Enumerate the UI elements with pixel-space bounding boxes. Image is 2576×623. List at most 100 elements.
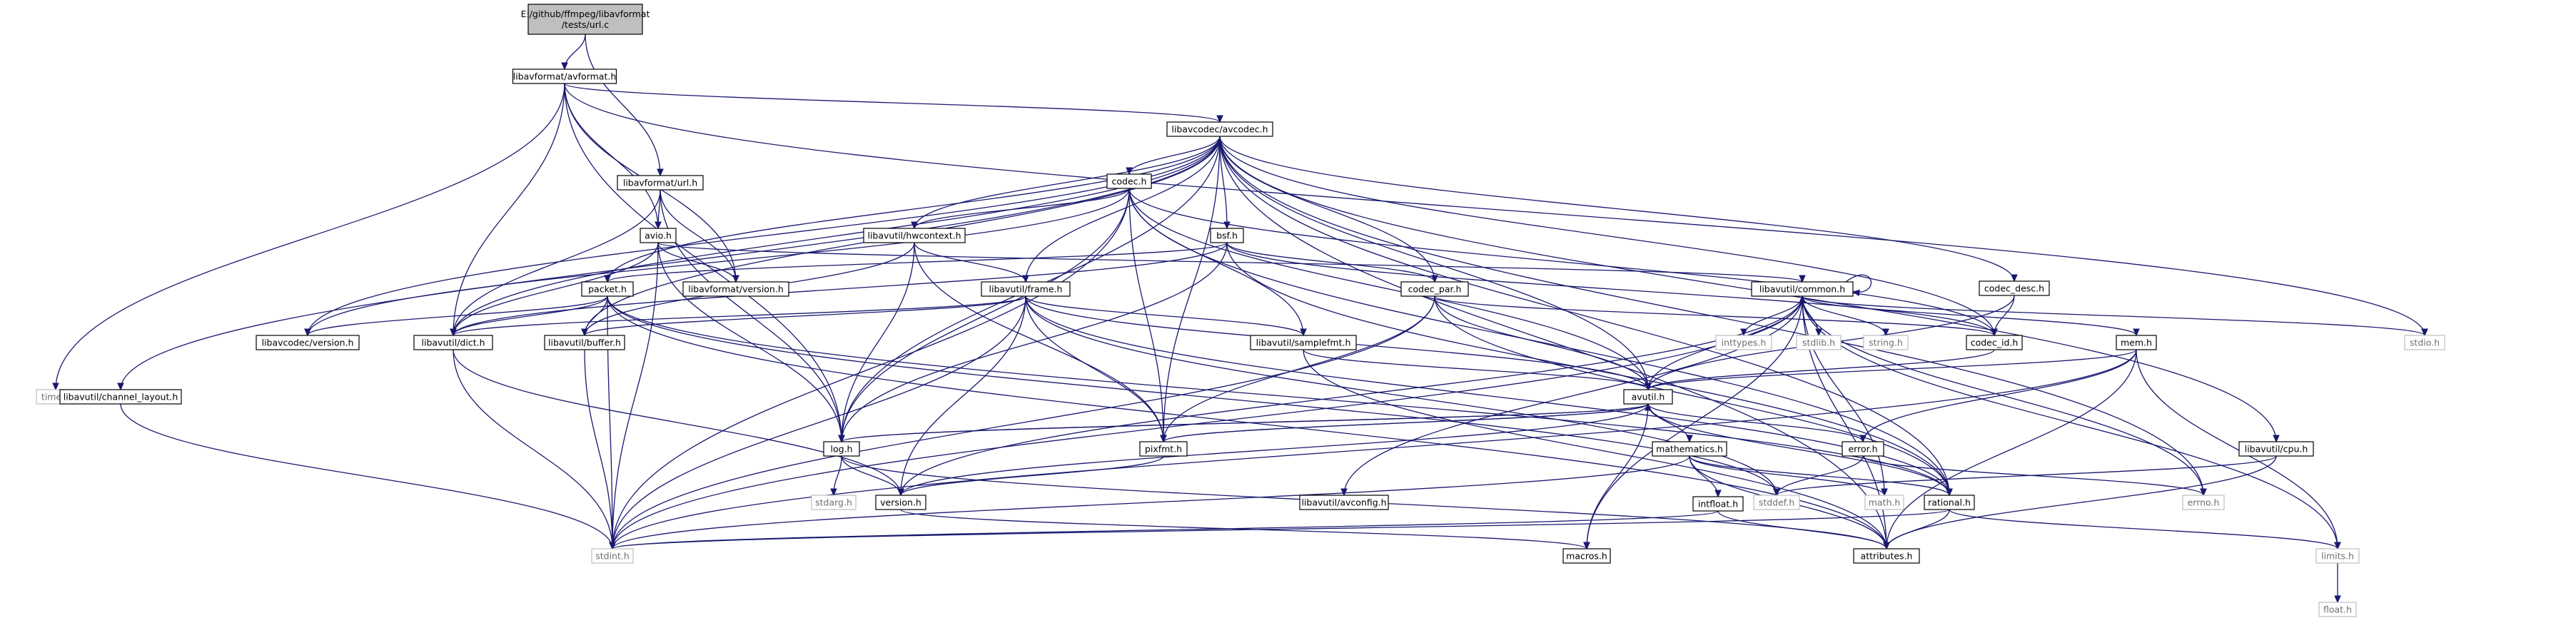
edge-url_h-to-fversion_h — [660, 189, 736, 282]
edge-cpu_h-to-stddef_h — [1777, 455, 2277, 495]
node-box — [1623, 389, 1673, 405]
node-label: stdlib.h — [1802, 338, 1835, 348]
node-string-h[interactable]: string.h — [1863, 335, 1909, 350]
node-buffer-h[interactable]: libavutil/buffer.h — [544, 335, 625, 350]
node-codec-h[interactable]: codec.h — [1106, 173, 1152, 189]
node-label: libavutil/common.h — [1759, 284, 1845, 295]
node-label: libavutil/channel_layout.h — [64, 392, 178, 402]
edge-common_h-to-stdio_h — [1802, 295, 2425, 335]
edge-avutil_h-to-macros_h — [1587, 403, 1649, 549]
node-stddef-h[interactable]: stddef.h — [1753, 495, 1800, 510]
node-avconfig-h[interactable]: libavutil/avconfig.h — [1299, 495, 1389, 510]
node-label: libavcodec/avcodec.h — [1171, 124, 1268, 135]
node-codec-id-h[interactable]: codec_id.h — [1966, 335, 2023, 350]
node-mathematics-h[interactable]: mathematics.h — [1652, 441, 1727, 457]
edge-common_h-to-stdint_h — [612, 295, 1803, 549]
node-inttypes-h[interactable]: inttypes.h — [1715, 335, 1772, 350]
node-avformat-h[interactable]: libavformat/avformat.h — [512, 69, 617, 84]
node-error-h[interactable]: error.h — [1842, 441, 1884, 457]
node-intfloat-h[interactable]: intfloat.h — [1692, 496, 1744, 512]
edge-log_h-to-avutil_h — [841, 404, 1648, 442]
edge-codec_h-to-avutil_h — [1128, 188, 1648, 390]
node-stdarg-h[interactable]: stdarg.h — [811, 495, 857, 510]
node-box — [2116, 335, 2157, 350]
node-packet-h[interactable]: packet.h — [581, 281, 634, 297]
node-float-h[interactable]: float.h — [2318, 602, 2357, 617]
edge-codec_h-to-log_h — [842, 188, 1130, 442]
node-label: log.h — [831, 444, 853, 455]
node-box — [1715, 335, 1772, 350]
node-log-h[interactable]: log.h — [823, 441, 860, 457]
edge-common_h-to-math_h — [1802, 295, 1884, 495]
edge-avcodec_h-to-packet_h — [607, 136, 1221, 282]
edge-uversion_h-to-macros_h — [900, 509, 1587, 549]
node-channel-layout-h[interactable]: libavutil/channel_layout.h — [59, 389, 182, 405]
node-label: libavutil/cpu.h — [2245, 444, 2308, 455]
node-codec-par-h[interactable]: codec_par.h — [1400, 281, 1469, 297]
edge-frame_h-to-pixfmt_h — [1025, 295, 1163, 442]
edge-avio_h-to-log_h — [657, 242, 842, 442]
node-attributes-h[interactable]: attributes.h — [1853, 548, 1920, 564]
node-errno-h[interactable]: errno.h — [2182, 495, 2225, 510]
node-hwcontext-h[interactable]: libavutil/hwcontext.h — [863, 228, 966, 243]
node-bsf-h[interactable]: bsf.h — [1210, 228, 1244, 243]
edge-mem_h-to-attributes_h — [1886, 349, 2137, 549]
node-url-c[interactable]: E:/github/ffmpeg/libavformat/tests/url.c — [521, 4, 650, 35]
node-cpu-h[interactable]: libavutil/cpu.h — [2238, 441, 2314, 457]
node-dict-h[interactable]: libavutil/dict.h — [413, 335, 493, 350]
node-samplefmt-h[interactable]: libavutil/samplefmt.h — [1250, 335, 1357, 350]
node-stdio-h[interactable]: stdio.h — [2404, 335, 2445, 350]
node-rational-h[interactable]: rational.h — [1924, 495, 1975, 510]
edge-avcodec_h-to-codec_h — [1129, 136, 1221, 174]
edge-frame_h-to-stdint_h — [612, 295, 1026, 549]
edge-avutil_h-to-uversion_h — [901, 403, 1649, 495]
edge-frame_h-to-uversion_h — [901, 295, 1026, 495]
node-label: string.h — [1869, 338, 1903, 348]
node-codec-desc-h[interactable]: codec_desc.h — [1979, 280, 2050, 296]
node-label: stdio.h — [2410, 338, 2440, 348]
node-uversion-h[interactable]: version.h — [875, 495, 926, 510]
edge-frame_h-to-stddef_h — [1025, 295, 1777, 495]
node-box — [811, 495, 857, 510]
edge-avformat_h-to-log_h — [564, 83, 842, 442]
edge-codec_h-to-pixfmt_h — [1128, 188, 1163, 442]
node-avutil-h[interactable]: avutil.h — [1623, 389, 1673, 405]
node-box — [1864, 495, 1904, 510]
node-label: E:/github/ffmpeg/libavformat — [521, 9, 650, 19]
edge-packet_h-to-stdint_h — [607, 295, 612, 549]
edge-common_h-to-mem_h — [1802, 295, 2136, 335]
node-common-h[interactable]: libavutil/common.h — [1751, 281, 1854, 297]
node-avcodec-h[interactable]: libavcodec/avcodec.h — [1166, 121, 1273, 137]
node-cversion-h[interactable]: libavcodec/version.h — [256, 335, 360, 350]
node-box — [591, 548, 634, 564]
node-stdint-h[interactable]: stdint.h — [591, 548, 634, 564]
edge-packet_h-to-stddef_h — [607, 295, 1777, 495]
node-box — [512, 69, 617, 84]
edge-common_h-to-errno_h — [1802, 295, 2203, 495]
edge-mathematics_h-to-math_h — [1689, 455, 1884, 495]
node-mem-h[interactable]: mem.h — [2116, 335, 2157, 350]
node-stdlib-h[interactable]: stdlib.h — [1796, 335, 1842, 350]
edge-avio_h-to-dict_h — [453, 242, 659, 335]
edge-bsf_h-to-codec_par_h — [1226, 242, 1435, 282]
edge-avcodec_h-to-cversion_h — [308, 136, 1221, 335]
node-label: attributes.h — [1861, 551, 1913, 562]
node-fversion-h[interactable]: libavformat/version.h — [682, 281, 789, 297]
node-box — [1139, 441, 1188, 457]
node-box — [1210, 228, 1244, 243]
edge-avcodec_h-to-cpu_h — [1219, 136, 2276, 442]
node-label: avio.h — [645, 231, 672, 241]
edge-avutil_h-to-mathematics_h — [1647, 403, 1689, 442]
node-frame-h[interactable]: libavutil/frame.h — [981, 281, 1071, 297]
edge-intfloat_h-to-attributes_h — [1717, 510, 1886, 549]
node-avio-h[interactable]: avio.h — [640, 228, 677, 243]
node-box — [1652, 441, 1727, 457]
edge-avcodec_h-to-codec_desc_h — [1219, 136, 2014, 281]
node-math-h[interactable]: math.h — [1864, 495, 1904, 510]
node-macros-h[interactable]: macros.h — [1562, 548, 1611, 564]
node-pixfmt-h[interactable]: pixfmt.h — [1139, 441, 1188, 457]
node-url-h[interactable]: libavformat/url.h — [617, 175, 704, 191]
node-label: inttypes.h — [1722, 338, 1767, 348]
node-box — [581, 281, 634, 297]
node-limits-h[interactable]: limits.h — [2315, 548, 2360, 564]
